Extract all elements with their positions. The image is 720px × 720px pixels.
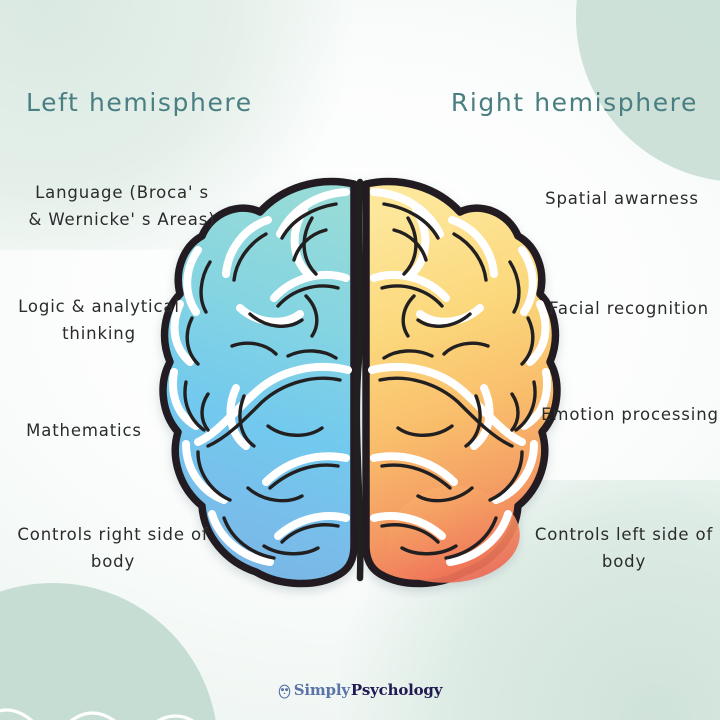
right-function-body-control: Controls left side of body: [534, 525, 714, 571]
left-function-language: Language (Broca' s & Wernicke' s Areas): [28, 183, 216, 229]
left-function-mathematics: Mathematics: [26, 421, 142, 440]
brain-illustration: [159, 177, 561, 588]
simply-psychology-logo[interactable]: Simply Psychology: [0, 681, 720, 699]
heading-left-hemisphere: Left hemisphere: [26, 88, 253, 117]
logo-word-psychology: Psychology: [350, 681, 443, 699]
owl-logo-icon: [278, 684, 291, 699]
right-function-facial-recognition: Facial recognition: [549, 299, 709, 318]
logo-word-simply: Simply: [293, 681, 350, 699]
decorative-scallop-lines: [0, 708, 194, 720]
left-function-logic: Logic & analytical thinking: [18, 297, 180, 343]
left-function-body-control: Controls right side of body: [17, 525, 209, 571]
right-function-spatial-awareness: Spatial awarness: [545, 189, 699, 208]
right-function-emotion-processing: Emotion processing: [541, 405, 719, 424]
heading-right-hemisphere: Right hemisphere: [450, 88, 698, 117]
